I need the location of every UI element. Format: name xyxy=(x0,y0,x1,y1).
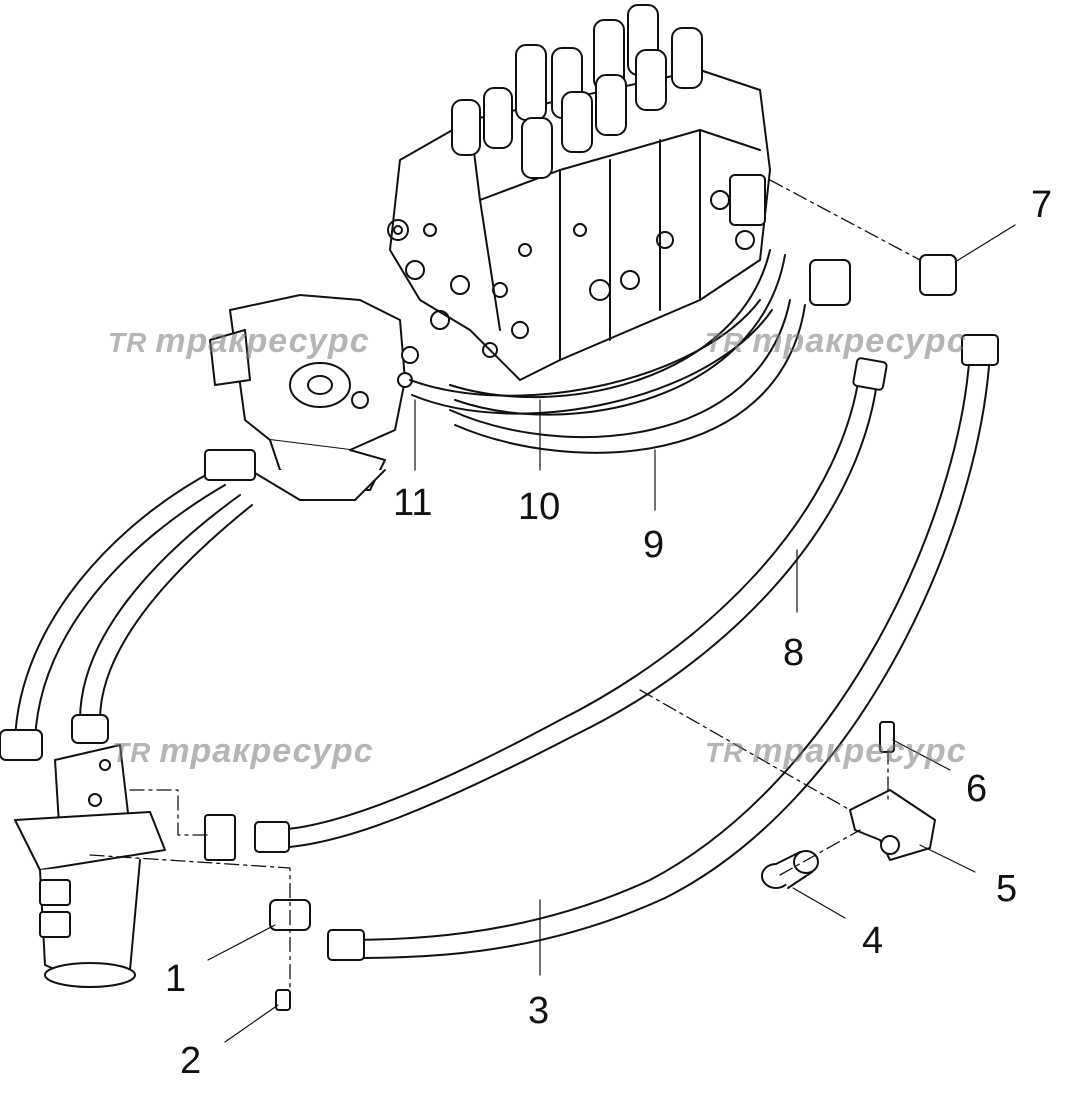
callout-2: 2 xyxy=(180,1040,202,1082)
steering-valve xyxy=(14,744,166,988)
bolt-2 xyxy=(275,989,291,1011)
callout-5: 5 xyxy=(996,868,1018,910)
callout-3: 3 xyxy=(528,990,550,1032)
hose-3 xyxy=(327,334,999,961)
callout-11: 11 xyxy=(393,482,433,524)
watermark-logo: TR xyxy=(112,737,152,768)
control-valve-block xyxy=(387,4,771,381)
callout-9: 9 xyxy=(643,524,665,566)
hydraulic-motor xyxy=(209,294,419,501)
watermark-text: тракресурс xyxy=(752,732,967,770)
watermark-logo: TR xyxy=(705,327,745,358)
watermark-logo: TR xyxy=(108,327,148,358)
watermark-logo: TR xyxy=(705,737,745,768)
callout-10: 10 xyxy=(518,486,561,528)
clamp-5 xyxy=(849,789,936,861)
hose-8 xyxy=(254,357,888,853)
watermark-text: тракресурс xyxy=(155,322,370,360)
port-bolts xyxy=(387,190,755,358)
hose-9 xyxy=(449,299,806,454)
steering-hoses xyxy=(0,449,256,761)
callout-4: 4 xyxy=(862,920,884,962)
watermark-text: тракресурс xyxy=(752,322,967,360)
flange-fittings xyxy=(204,174,957,931)
callout-1: 1 xyxy=(165,958,187,1000)
callout-6: 6 xyxy=(966,768,988,810)
centre-lines xyxy=(89,179,921,991)
watermark-text: тракресурс xyxy=(159,732,374,770)
leader-lines xyxy=(207,224,1016,1043)
bolt-6 xyxy=(879,721,895,753)
callout-8: 8 xyxy=(783,632,805,674)
solenoid-coils xyxy=(451,4,703,179)
callout-7: 7 xyxy=(1031,184,1053,226)
hose-10 xyxy=(449,249,786,416)
